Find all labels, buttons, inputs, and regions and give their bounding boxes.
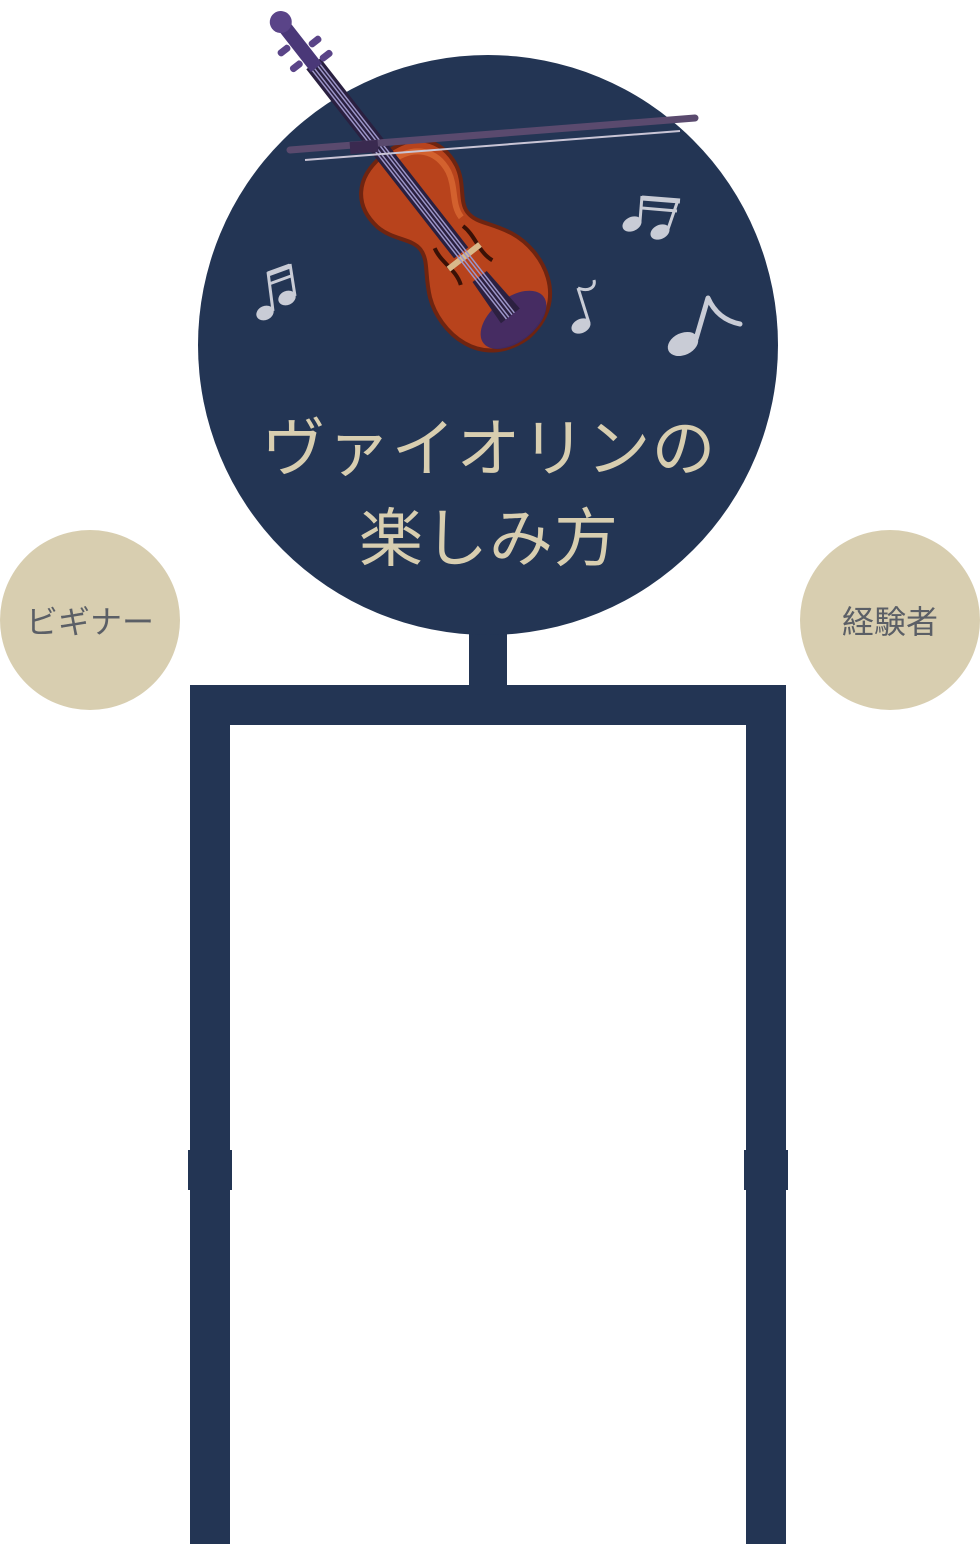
- connector-top-bar: [190, 685, 786, 725]
- beginner-label: ビギナー: [25, 603, 154, 641]
- eighth-note-icon: [667, 295, 743, 357]
- experienced-badge[interactable]: 経験者: [800, 530, 980, 710]
- experienced-label: 経験者: [841, 603, 938, 641]
- beginner-badge[interactable]: ビギナー: [0, 530, 180, 710]
- bow-icon: [286, 114, 699, 161]
- violin-icon: [269, 10, 553, 353]
- title-line-2: 楽しみ方: [359, 503, 619, 577]
- beamed-notes-icon: [256, 263, 297, 321]
- title-line-1: ヴァイオリンの: [261, 413, 717, 487]
- leg-mark-left: [188, 1150, 232, 1190]
- leg-mark-right: [744, 1150, 788, 1190]
- connector-right-leg: [746, 685, 786, 1544]
- connector-left-leg: [190, 685, 230, 1544]
- beamed-notes-icon: [622, 195, 681, 240]
- eighth-note-icon: [571, 279, 596, 334]
